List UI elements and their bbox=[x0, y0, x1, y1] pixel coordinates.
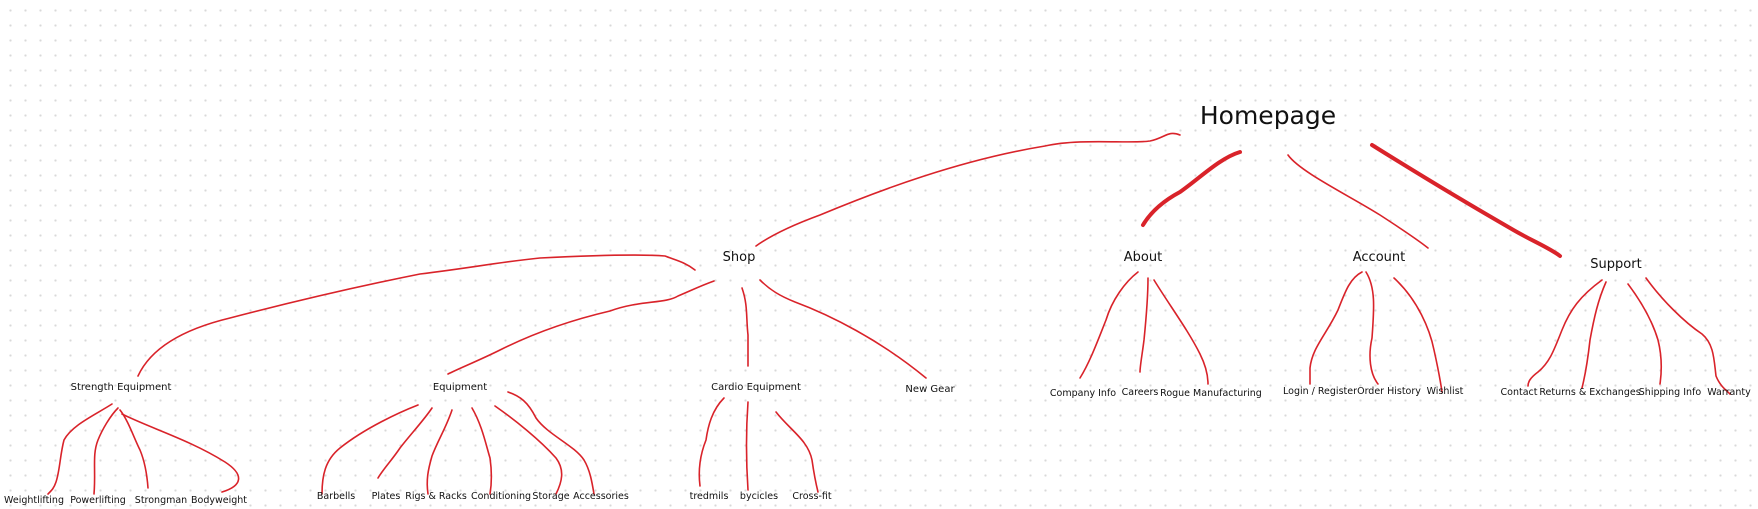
link-about-rogue bbox=[1153, 279, 1209, 385]
node-support: Support bbox=[1590, 257, 1642, 272]
node-order-history: Order History bbox=[1357, 386, 1421, 397]
node-about: About bbox=[1123, 250, 1163, 265]
link-cardio-tredmils bbox=[698, 397, 725, 487]
link-equipment-accessories bbox=[507, 391, 595, 495]
node-contact: Contact bbox=[1500, 387, 1538, 398]
node-strength-equipment: Strength Equipment bbox=[70, 382, 172, 393]
node-equipment: Equipment bbox=[432, 382, 488, 393]
link-support-warranty bbox=[1645, 277, 1731, 395]
node-strongman: Strongman bbox=[134, 495, 188, 506]
node-bycicles: bycicles bbox=[739, 491, 779, 502]
link-homepage-account bbox=[1287, 154, 1429, 249]
link-homepage-about bbox=[1141, 150, 1242, 227]
node-homepage: Homepage bbox=[1199, 101, 1337, 130]
link-homepage-support bbox=[1370, 143, 1562, 258]
link-support-returns bbox=[1581, 281, 1607, 389]
link-equipment-conditioning bbox=[471, 407, 493, 495]
node-careers: Careers bbox=[1121, 387, 1159, 398]
link-strength-strongman bbox=[119, 409, 149, 489]
link-equipment-rigs bbox=[426, 409, 453, 495]
node-shipping-info: Shipping Info bbox=[1638, 387, 1702, 398]
link-cardio-crossfit bbox=[775, 411, 819, 493]
link-shop-newgear bbox=[759, 279, 927, 379]
node-wishlist: Wishlist bbox=[1426, 386, 1464, 397]
link-shop-equipment bbox=[447, 280, 715, 375]
link-support-contact bbox=[1527, 279, 1603, 387]
node-storage: Storage bbox=[532, 491, 570, 502]
link-shop-strength bbox=[137, 254, 696, 377]
node-warranty: Warranty bbox=[1707, 387, 1751, 398]
link-strength-bodyweight bbox=[121, 413, 240, 493]
node-tredmils: tredmils bbox=[689, 491, 729, 502]
link-account-wishlist bbox=[1393, 277, 1443, 393]
link-homepage-shop bbox=[755, 132, 1181, 247]
link-strength-weightlifting bbox=[47, 403, 113, 495]
node-returns-exchanges: Returns & Exchanges bbox=[1539, 387, 1641, 398]
link-equipment-storage bbox=[494, 405, 563, 495]
link-account-orderhistory bbox=[1365, 271, 1379, 385]
node-rogue-manufacturing: Rogue Manufacturing bbox=[1160, 388, 1262, 399]
link-support-shipping bbox=[1627, 283, 1663, 385]
node-company-info: Company Info bbox=[1049, 388, 1117, 399]
link-equipment-plates bbox=[377, 407, 433, 479]
node-login-register: Login / Register bbox=[1283, 386, 1357, 397]
link-about-companyinfo bbox=[1079, 271, 1139, 379]
link-strength-powerlifting bbox=[93, 407, 119, 495]
node-plates: Plates bbox=[371, 491, 401, 502]
node-barbells: Barbells bbox=[316, 491, 356, 502]
node-accessories: Accessories bbox=[573, 491, 629, 502]
node-conditioning: Conditioning bbox=[470, 491, 532, 502]
link-about-careers bbox=[1139, 277, 1149, 373]
node-weightlifting: Weightlifting bbox=[4, 495, 64, 506]
node-powerlifting: Powerlifting bbox=[70, 495, 126, 506]
node-shop: Shop bbox=[722, 250, 756, 265]
link-account-login bbox=[1309, 271, 1363, 385]
node-new-gear: New Gear bbox=[905, 384, 955, 395]
node-cardio-equipment: Cardio Equipment bbox=[711, 382, 801, 393]
link-cardio-bycicles bbox=[745, 401, 749, 491]
node-cross-fit: Cross-fit bbox=[792, 491, 832, 502]
link-equipment-barbells bbox=[321, 404, 419, 495]
node-rigs-racks: Rigs & Racks bbox=[405, 491, 467, 502]
node-bodyweight: Bodyweight bbox=[190, 495, 248, 506]
link-shop-cardio bbox=[741, 287, 749, 367]
node-account: Account bbox=[1352, 250, 1406, 265]
